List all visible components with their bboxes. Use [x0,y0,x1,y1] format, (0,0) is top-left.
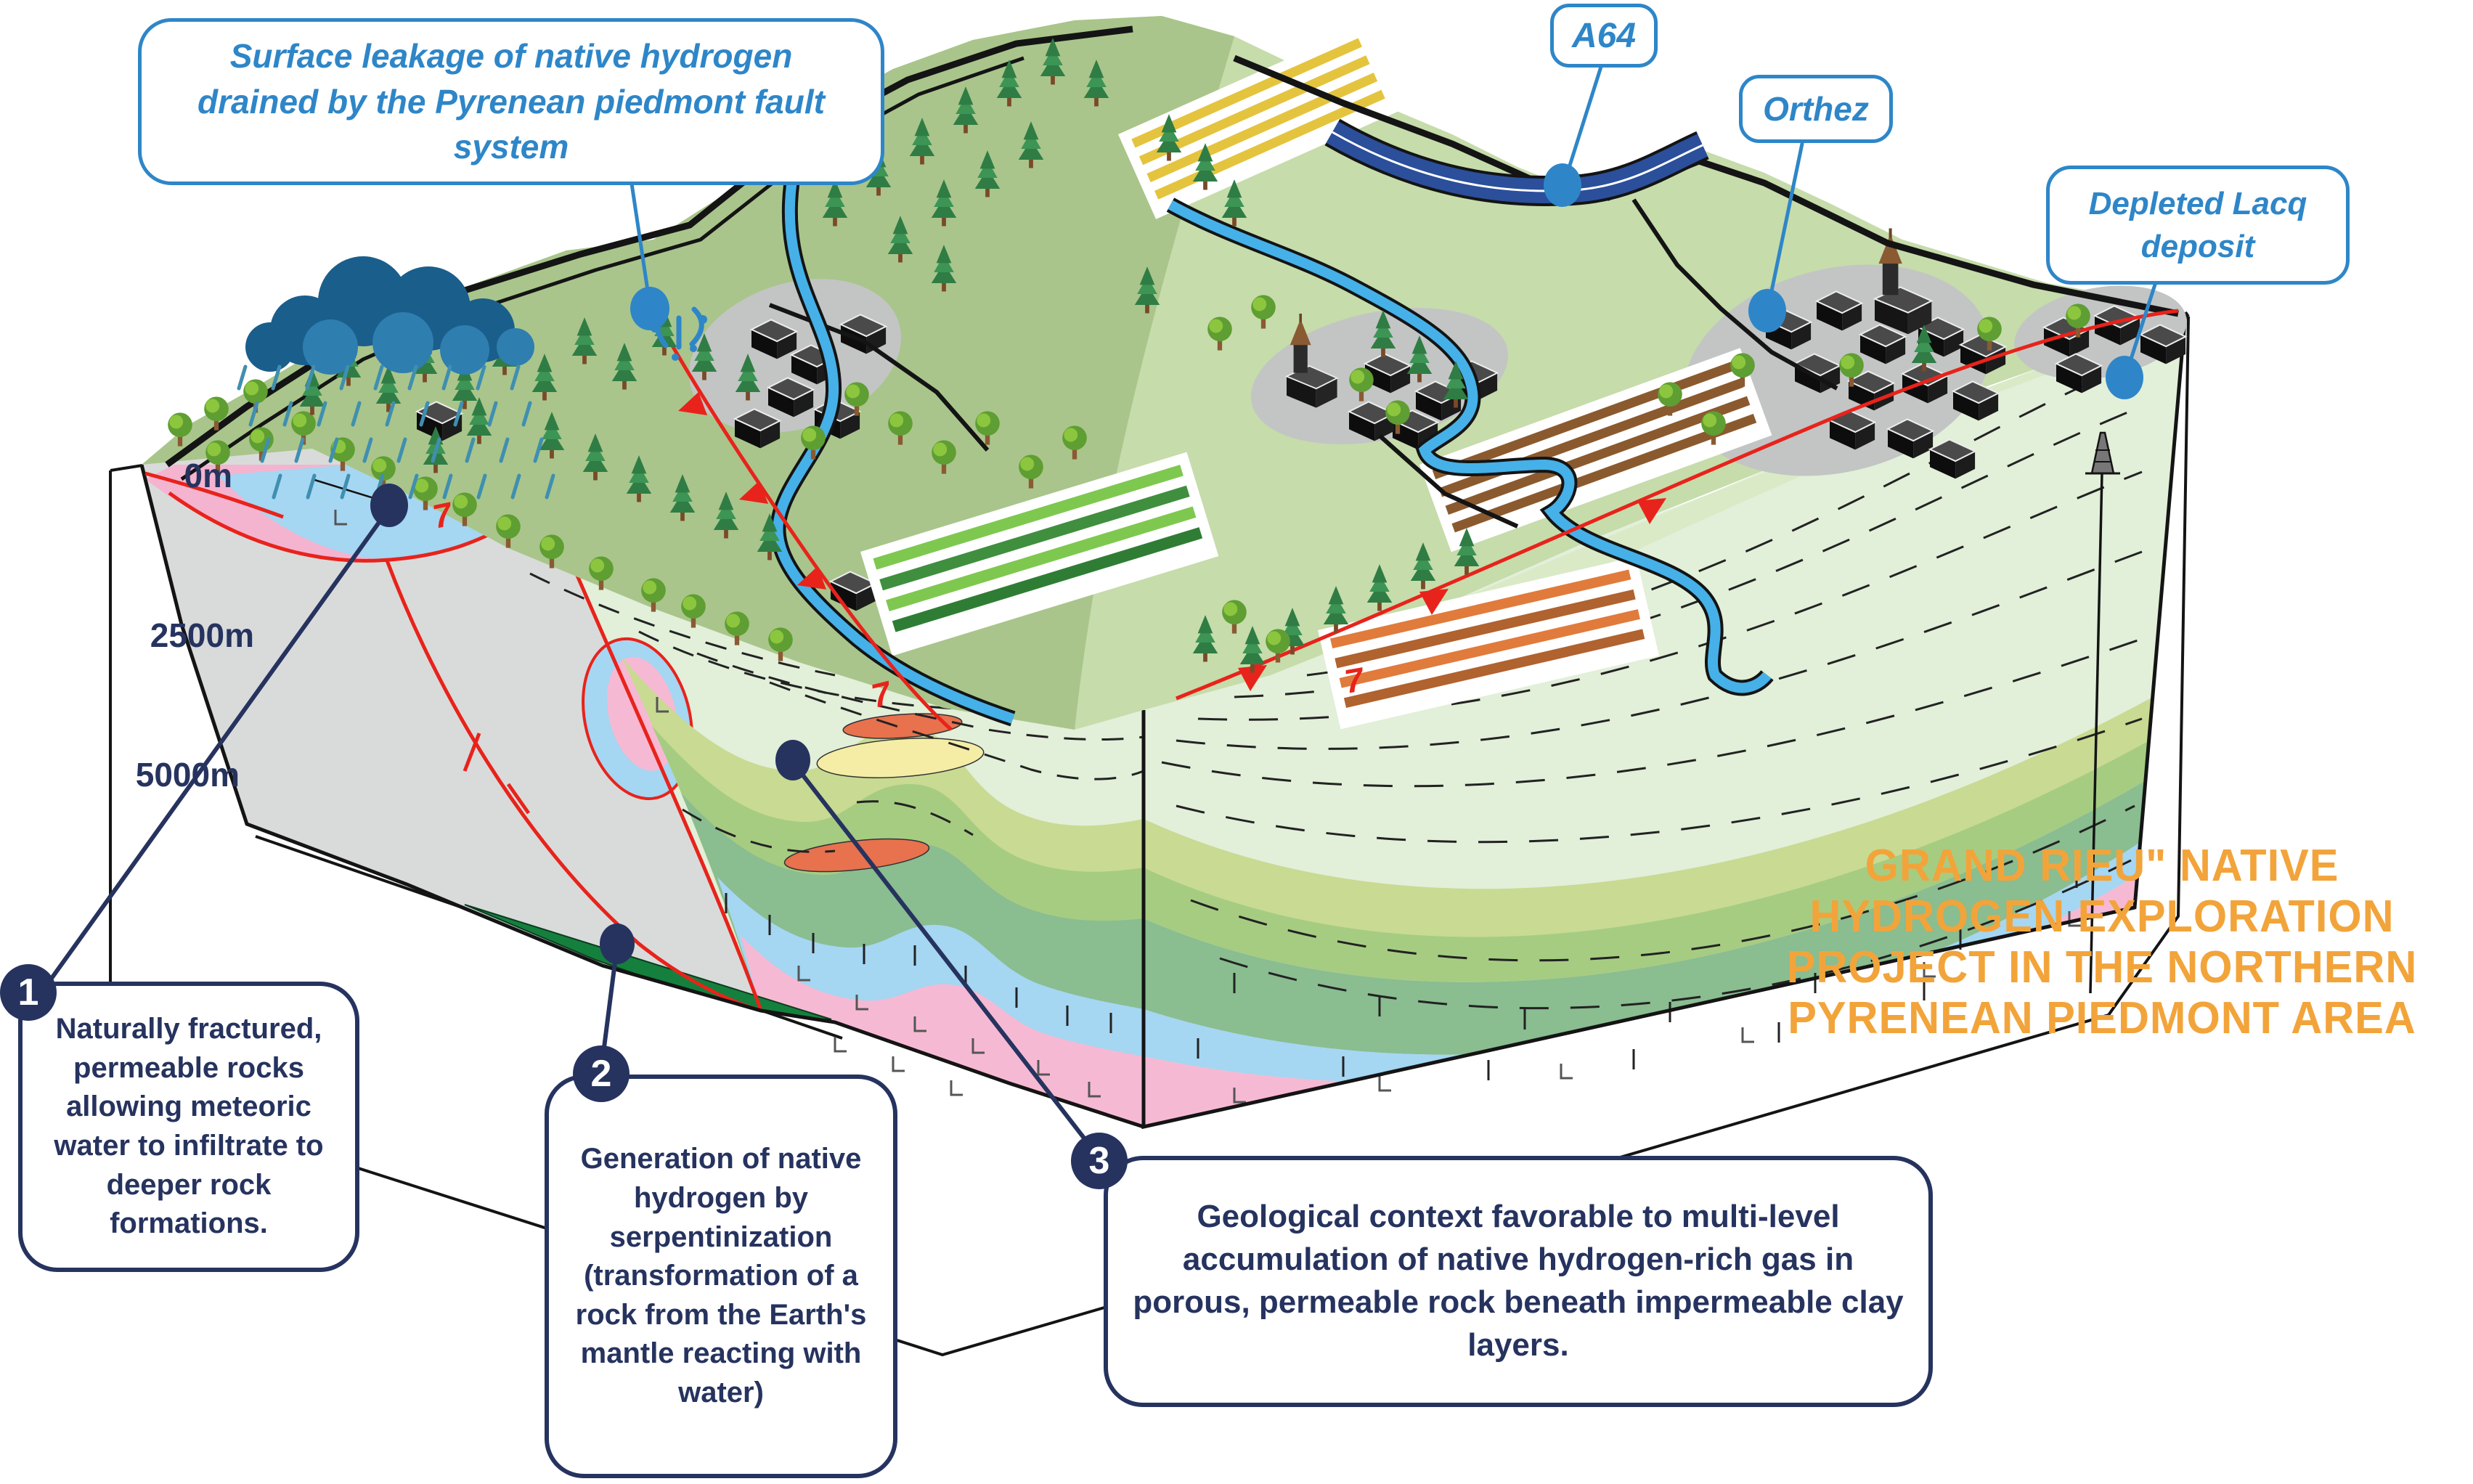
rain-cloud-icon [245,256,534,375]
callout3-dot [775,740,810,780]
field-brown [1419,348,1772,553]
callout-1-box: Naturally fractured, permeable rocks all… [18,982,359,1272]
orthez-label: Orthez [1739,75,1893,143]
gas-lens-orange-upper [842,713,963,739]
crop-fields [860,25,1772,730]
fold-band-pink [741,935,1144,1127]
leader-lines [43,65,2157,1158]
oil-derrick-icon [2085,431,2120,994]
project-title: GRAND RIEU" NATIVE HYDROGEN EXPLORATION … [1750,841,2454,1044]
field-green [860,452,1219,656]
depth-marker-2500m: 2500m [150,616,254,654]
rain-drops [237,364,555,500]
surface-fault-lines [144,309,2179,731]
gas-lens-yellow [816,738,985,778]
surface-leakage-callout: Surface leakage of native hydrogen drain… [138,18,884,185]
field-yellow [1118,25,1402,219]
callout-3-badge: 3 [1071,1133,1128,1189]
callout2-dot [600,924,635,964]
callout-1-badge: 1 [0,964,57,1021]
river [1168,200,1772,693]
lacq-deposit-label: Depleted Lacq deposit [2046,166,2350,285]
fault-line [564,550,763,1011]
callout-2-badge: 2 [573,1045,630,1102]
callout-2-box: Generation of native hydrogen by serpent… [545,1075,897,1478]
depth-marker-0m: 0m [184,457,232,494]
marker-dots [370,163,2143,964]
a64-label: A64 [1550,4,1658,68]
callout1-dot [370,484,408,527]
orthez-marker-dot [1748,289,1786,333]
depth-marker-5000m: 5000m [135,756,240,794]
cross-section-front-face [142,449,1144,1127]
title-line: HYDROGEN EXPLORATION [1809,892,2395,942]
callout-3-box: Geological context favorable to multi-le… [1104,1156,1933,1407]
title-line: PYRENEAN PIEDMONT AREA [1788,993,2416,1044]
lacq-marker-dot [2106,356,2143,399]
field-orange [1317,556,1659,730]
title-line: GRAND RIEU" NATIVE [1865,841,2339,891]
fault-line [385,560,762,1013]
leakage-marker-dot [630,287,669,330]
title-line: PROJECT IN THE NORTHERN [1786,942,2418,993]
block-edges [139,311,2188,1130]
a64-marker-dot [1544,163,1581,207]
